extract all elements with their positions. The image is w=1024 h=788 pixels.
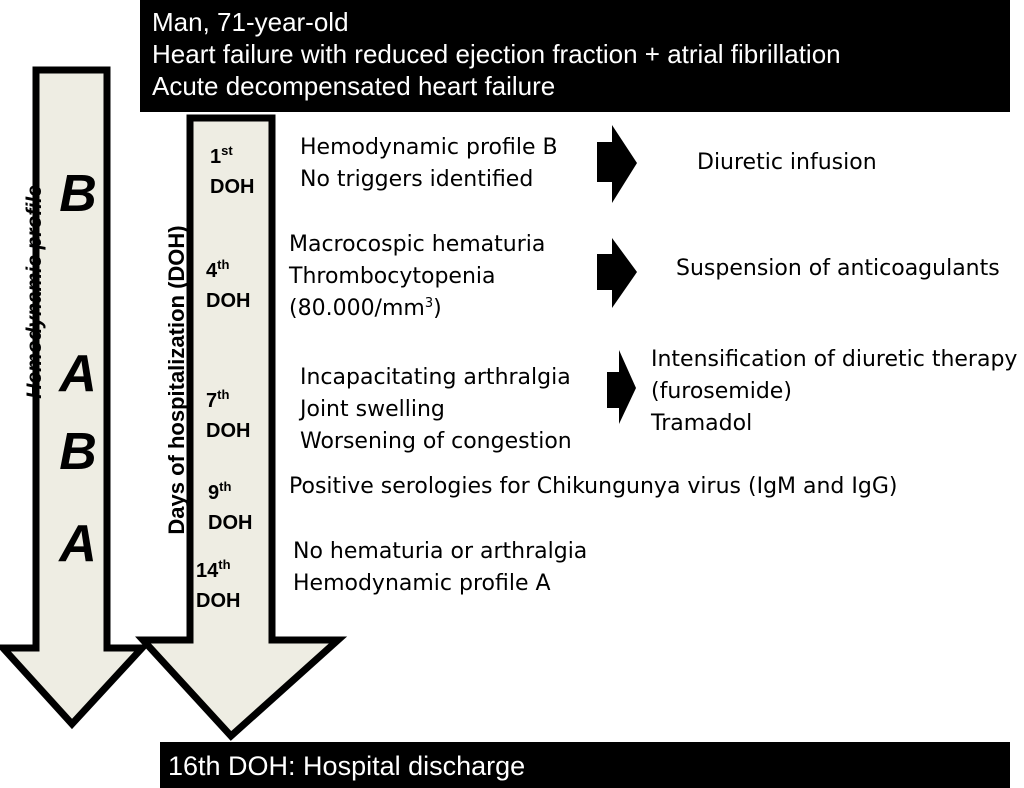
finding-text: No triggers identified xyxy=(300,167,534,192)
finding-text: Incapacitating arthralgia xyxy=(300,365,571,390)
action-text: Tramadol xyxy=(651,411,753,436)
day-unit: DOH xyxy=(196,590,241,612)
discharge-text: 16th DOH: Hospital discharge xyxy=(168,751,526,781)
finding-text: Positive serologies for Chikungunya viru… xyxy=(289,474,898,499)
hemodynamic-profile-arrow xyxy=(0,66,150,730)
action-text: (furosemide) xyxy=(651,379,792,404)
day-unit: DOH xyxy=(206,290,251,312)
day-suffix: th xyxy=(218,557,231,573)
platelet-count: (80.000/mm xyxy=(289,296,425,321)
finding-text: Joint swelling xyxy=(300,397,445,422)
day-number: 7 xyxy=(206,390,218,412)
diagnosis-text: Heart failure with reduced ejection frac… xyxy=(152,39,841,69)
day1-action: Diuretic infusion xyxy=(697,150,877,175)
action-text: Intensification of diuretic therapy xyxy=(651,347,1018,372)
day-marker-14: 14th DOH xyxy=(196,556,240,616)
arrow-day4-icon xyxy=(597,238,637,308)
finding-text: Macrocospic hematuria xyxy=(289,232,546,257)
finding-text: Thrombocytopenia xyxy=(289,264,496,289)
day4-findings: Macrocospic hematuria Thrombocytopenia (… xyxy=(289,229,545,325)
profile-letter-4: A xyxy=(59,515,97,573)
day-marker-1: 1st DOH xyxy=(210,142,254,202)
presentation-text: Acute decompensated heart failure xyxy=(152,71,556,101)
days-of-hospitalization-label: Days of hospitalization (DOH) xyxy=(164,225,189,535)
exponent: 3 xyxy=(424,296,434,312)
day-marker-9: 9th DOH xyxy=(208,478,252,538)
hemodynamic-profile-label: Hemodynamic profile xyxy=(23,185,46,399)
day-suffix: th xyxy=(219,479,232,495)
day-marker-4: 4th DOH xyxy=(206,256,250,316)
patient-age-text: Man, 71-year-old xyxy=(152,7,349,37)
discharge-banner: 16th DOH: Hospital discharge xyxy=(160,742,1010,788)
day-number: 9 xyxy=(208,482,220,504)
close-paren: ) xyxy=(433,296,442,321)
day-number: 4 xyxy=(206,260,218,282)
finding-text: Hemodynamic profile B xyxy=(300,135,558,160)
day-suffix: th xyxy=(217,257,230,273)
arrow-day7-icon xyxy=(607,350,636,424)
day4-action: Suspension of anticoagulants xyxy=(676,256,1000,281)
profile-letter-1: B xyxy=(59,165,97,223)
day7-findings: Incapacitating arthralgia Joint swelling… xyxy=(300,362,572,458)
day9-findings: Positive serologies for Chikungunya viru… xyxy=(289,471,897,503)
day-marker-7: 7th DOH xyxy=(206,386,250,446)
profile-letter-3: B xyxy=(59,423,97,481)
day-number: 14 xyxy=(196,560,219,582)
day-suffix: st xyxy=(221,143,233,159)
finding-text: Worsening of congestion xyxy=(300,429,572,454)
day14-findings: No hematuria or arthralgia Hemodynamic p… xyxy=(293,536,587,600)
day-unit: DOH xyxy=(206,420,251,442)
day7-actions: Intensification of diuretic therapy (fur… xyxy=(651,344,1017,440)
patient-summary-banner: Man, 71-year-old Heart failure with redu… xyxy=(140,0,1010,112)
finding-text: Hemodynamic profile A xyxy=(293,571,551,596)
finding-text: No hematuria or arthralgia xyxy=(293,539,588,564)
days-of-hospitalization-arrow xyxy=(135,114,348,741)
day1-findings: Hemodynamic profile B No triggers identi… xyxy=(300,132,558,196)
day-suffix: th xyxy=(217,387,230,403)
day-unit: DOH xyxy=(208,512,253,534)
day-unit: DOH xyxy=(210,176,255,198)
day-number: 1 xyxy=(210,146,222,168)
finding-text: (80.000/mm3) xyxy=(289,293,545,325)
profile-letter-2: A xyxy=(59,345,97,403)
arrow-day1-icon xyxy=(597,125,637,203)
